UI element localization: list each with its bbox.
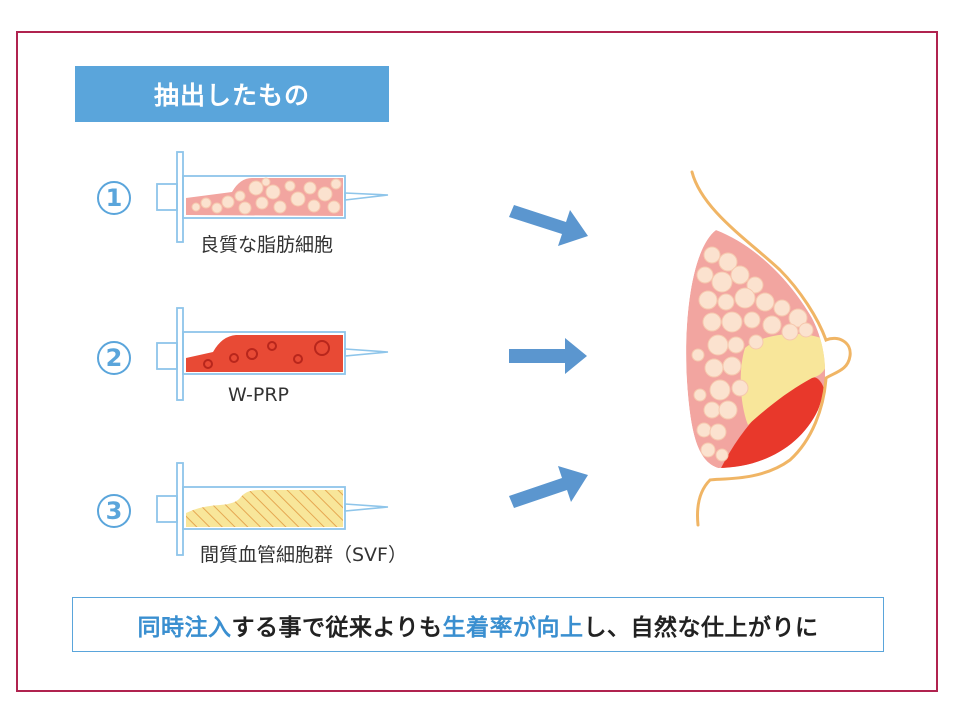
syringe-3-icon [156,462,389,556]
breast-cross-section-icon [686,170,852,527]
caption-highlight-2: 生着率が向上 [442,614,584,641]
arrow-1-icon [509,205,588,246]
arrow-3-icon [509,466,588,508]
item-number-3: 3 [97,494,131,528]
item-number-2: 2 [97,341,131,375]
item-label-3: 間質血管細胞群（SVF） [200,544,407,566]
caption-highlight-1: 同時注入 [137,614,232,641]
diagram-frame [16,31,938,692]
item-number-1: 1 [97,181,131,215]
caption-text-1: する事で従来よりも [231,614,443,641]
syringe-1-icon [156,151,389,243]
item-label-1: 良質な脂肪細胞 [200,234,334,256]
caption-box: 同時注入する事で従来よりも生着率が向上し、自然な仕上がりに [72,597,884,652]
caption-text-2: し、自然な仕上がりに [583,614,819,641]
item-label-2: W-PRP [228,384,289,406]
syringe-2-icon [156,307,389,401]
title-label: 抽出したもの [75,66,389,122]
arrow-2-icon [509,338,587,374]
